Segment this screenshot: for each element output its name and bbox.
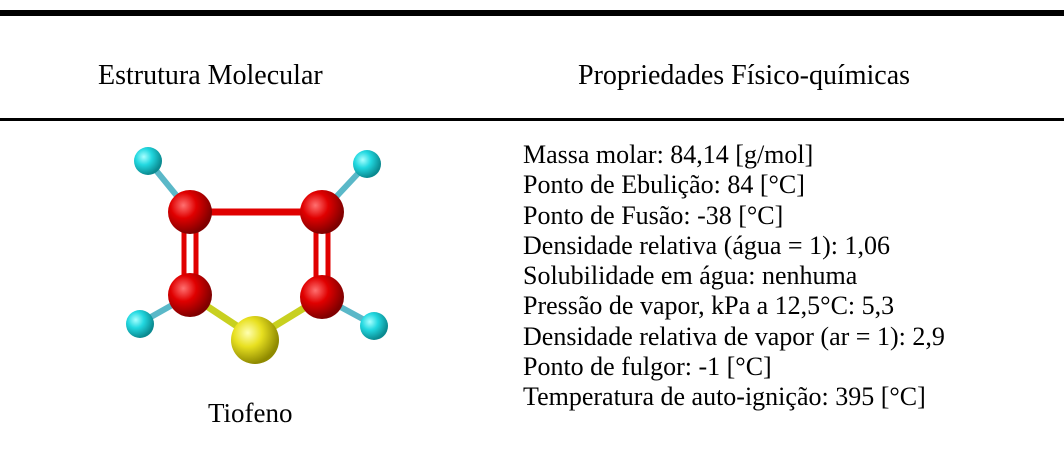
table-top-rule [0,10,1064,16]
property-molar-mass: Massa molar: 84,14 [g/mol] [523,140,814,169]
header-physicochemical-properties: Propriedades Físico-químicas [578,60,911,91]
carbon-atom [300,190,344,234]
hydrogen-atom [353,150,381,178]
property-vapor-pressure: Pressão de vapor, kPa a 12,5°C: 5,3 [523,291,895,321]
property-autoignition-temperature: Temperatura de auto-ignição: 395 [°C] [523,382,926,412]
header-molecular-structure: Estrutura Molecular [98,60,323,91]
carbon-atom [300,275,344,319]
property-flash-point: Ponto de fulgor: -1 [°C] [523,352,772,382]
carbon-atom [168,190,212,234]
molecule-name: Tiofeno [208,398,293,428]
property-boiling-point: Ponto de Ebulição: 84 [°C] [523,170,805,200]
table-header-rule [0,118,1064,121]
sulfur-atom [231,316,279,364]
properties-list: Massa molar: 84,14 [g/mol] Ponto de Ebul… [523,140,945,413]
thiophene-molecule-image [126,147,388,364]
carbon-atom [168,273,212,317]
hydrogen-atom [134,147,162,175]
property-melting-point: Ponto de Fusão: -38 [°C] [523,200,784,230]
hydrogen-atom [360,312,388,340]
property-water-solubility: Solubilidade em água: nenhuma [523,261,858,291]
property-relative-density: Densidade relativa (água = 1): 1,06 [523,230,890,260]
property-vapor-density: Densidade relativa de vapor (ar = 1): 2,… [523,321,945,351]
hydrogen-atom [126,310,154,338]
